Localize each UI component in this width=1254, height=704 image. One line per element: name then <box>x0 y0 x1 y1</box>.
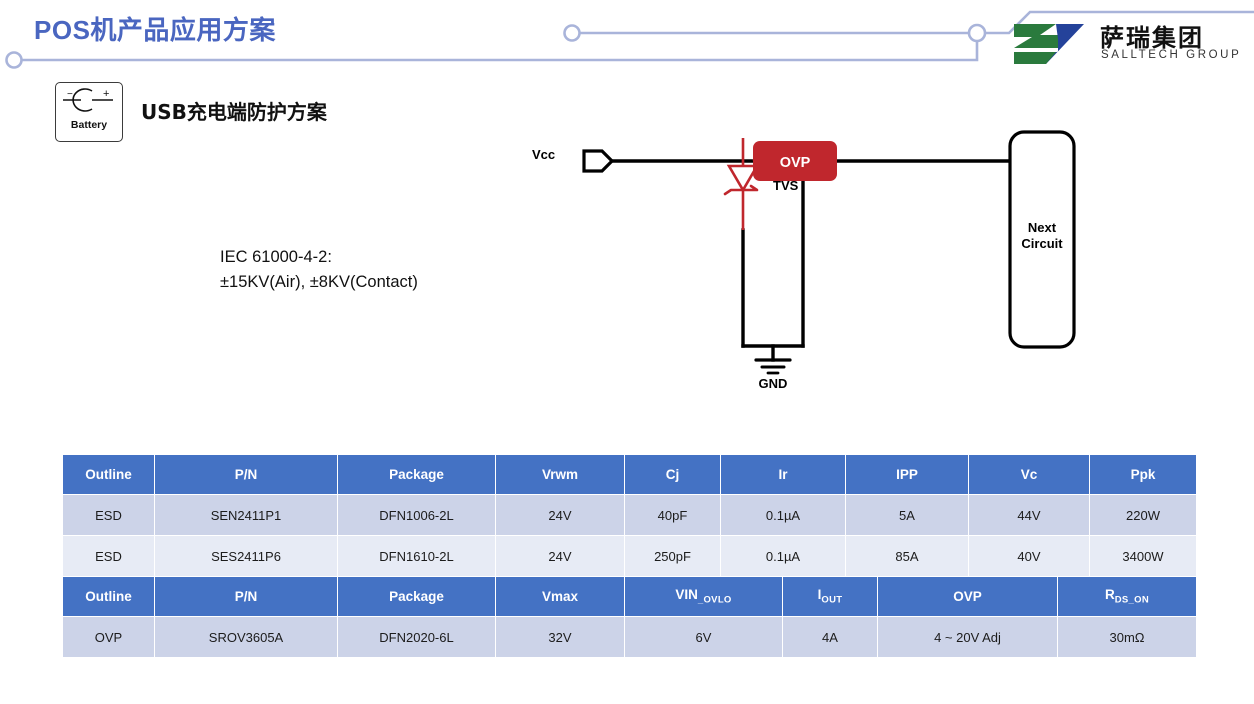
deco-node-mid <box>563 24 581 42</box>
esd-col-header-3: Vrwm <box>495 454 625 495</box>
esd-cell-1-4: 250pF <box>624 535 721 577</box>
ovp-block <box>753 141 837 181</box>
esd-col-header-8: Ppk <box>1089 454 1197 495</box>
esd-cell-1-2: DFN1610-2L <box>337 535 496 577</box>
ovp-col-header-2: Package <box>337 576 496 617</box>
deco-node-left <box>5 51 23 69</box>
circuit-schematic: Vcc TVS OVP GND Next Circuit <box>532 130 1076 391</box>
esd-col-header-6: IPP <box>845 454 969 495</box>
ovp-cell-0-2: DFN2020-6L <box>337 616 496 658</box>
battery-plus-label: + <box>103 88 109 100</box>
esd-col-header-0: Outline <box>62 454 155 495</box>
esd-cell-0-2: DFN1006-2L <box>337 494 496 536</box>
tvs-label: TVS <box>773 178 799 193</box>
ovp-col-header-0: Outline <box>62 576 155 617</box>
esd-cell-0-4: 40pF <box>624 494 721 536</box>
battery-minus-label: − <box>67 89 73 100</box>
esd-col-header-4: Cj <box>624 454 721 495</box>
iec-line-1: IEC 61000-4-2: <box>220 248 332 266</box>
header-subscript: _OVLO <box>697 594 732 606</box>
esd-cell-0-7: 44V <box>968 494 1090 536</box>
esd-col-header-1: P/N <box>154 454 338 495</box>
esd-cell-1-0: ESD <box>62 535 155 577</box>
battery-badge: − + Battery <box>55 82 123 142</box>
esd-cell-0-5: 0.1µA <box>720 494 846 536</box>
esd-cell-0-3: 24V <box>495 494 625 536</box>
next-circuit-block <box>1008 130 1076 349</box>
logo-chinese-name: 萨瑞集团 <box>1100 24 1204 52</box>
iec-standard-note: IEC 61000-4-2: ±15KV(Air), ±8KV(Contact) <box>220 245 418 295</box>
ovp-cell-0-7: 30mΩ <box>1057 616 1197 658</box>
ovp-cell-0-5: 4A <box>782 616 878 658</box>
ovp-cell-0-6: 4 ~ 20V Adj <box>877 616 1058 658</box>
header-main: P/N <box>234 589 258 604</box>
esd-cell-1-3: 24V <box>495 535 625 577</box>
ovp-col-header-3: Vmax <box>495 576 625 617</box>
esd-cell-0-1: SEN2411P1 <box>154 494 338 536</box>
header-main: Package <box>389 589 444 604</box>
esd-cell-0-8: 220W <box>1089 494 1197 536</box>
page-title: POS机产品应用方案 <box>34 15 276 45</box>
esd-cell-1-8: 3400W <box>1089 535 1197 577</box>
ovp-cell-0-3: 32V <box>495 616 625 658</box>
next-circuit-line-1: Next <box>1028 220 1057 235</box>
battery-label: Battery <box>70 119 108 131</box>
ovp-col-header-6: OVP <box>877 576 1058 617</box>
gnd-label: GND <box>759 376 788 391</box>
esd-cell-1-5: 0.1µA <box>720 535 846 577</box>
gnd-icon <box>754 358 792 375</box>
ovp-col-header-1: P/N <box>154 576 338 617</box>
next-circuit-line-2: Circuit <box>1021 236 1063 251</box>
esd-cell-1-7: 40V <box>968 535 1090 577</box>
brand-logo: 萨瑞集团 SALLTECH GROUP <box>1012 18 1250 70</box>
esd-cell-0-6: 5A <box>845 494 969 536</box>
ovp-cell-0-0: OVP <box>62 616 155 658</box>
battery-icon: − + <box>63 88 113 112</box>
vcc-connector-icon <box>582 149 615 173</box>
header-main: VIN <box>675 587 698 603</box>
header-main: I <box>817 587 822 603</box>
esd-col-header-5: Ir <box>720 454 846 495</box>
esd-cell-0-0: ESD <box>62 494 155 536</box>
header-decoration <box>5 10 1254 69</box>
esd-cell-1-1: SES2411P6 <box>154 535 338 577</box>
header-main: R <box>1105 587 1115 603</box>
logo-mark-icon <box>1014 24 1084 64</box>
deco-node-right <box>967 23 987 43</box>
section-heading: USB充电端防护方案 <box>141 100 327 124</box>
esd-col-header-7: Vc <box>968 454 1090 495</box>
iec-line-2: ±15KV(Air), ±8KV(Contact) <box>220 273 418 291</box>
ovp-col-header-5: IOUT <box>782 576 878 617</box>
logo-english-name: SALLTECH GROUP <box>1101 49 1242 61</box>
ovp-block-label: OVP <box>780 155 811 171</box>
ovp-cell-0-4: 6V <box>624 616 783 658</box>
esd-col-header-2: Package <box>337 454 496 495</box>
vcc-label: Vcc <box>532 147 555 162</box>
ovp-col-header-7: RDS_ON <box>1057 576 1197 617</box>
header-subscript: DS_ON <box>1114 594 1149 606</box>
deco-upper-trace <box>572 10 1254 35</box>
esd-cell-1-6: 85A <box>845 535 969 577</box>
ovp-cell-0-1: SROV3605A <box>154 616 338 658</box>
header-subscript: OUT <box>821 594 843 606</box>
header-main: OVP <box>953 589 982 604</box>
header-main: Outline <box>85 589 132 604</box>
ovp-col-header-4: VIN_OVLO <box>624 576 783 617</box>
header-main: Vmax <box>541 589 579 604</box>
